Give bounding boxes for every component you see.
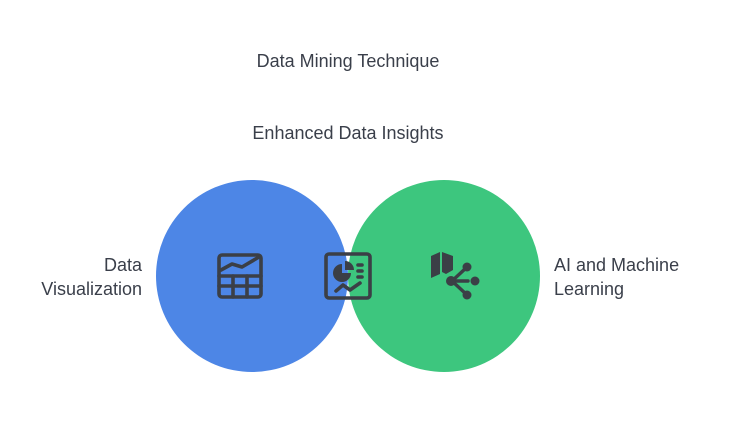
left-set-label-line2: Visualization (41, 279, 142, 299)
book-network-icon (431, 252, 480, 300)
intersection-label: Enhanced Data Insights (252, 123, 444, 143)
right-set-circle (348, 180, 540, 372)
right-set-label-line1: AI and Machine (554, 255, 680, 275)
left-set-label-line1: Data (103, 255, 142, 275)
line-chart-grid-icon (217, 253, 263, 299)
left-set-label: Data Visualization (41, 253, 142, 301)
right-set-label: AI and Machine Learning (554, 253, 679, 301)
dashboard-chart-icon (324, 252, 372, 300)
diagram-title: Data Mining Technique (256, 51, 440, 71)
right-set-label-line2: Learning (554, 279, 625, 299)
